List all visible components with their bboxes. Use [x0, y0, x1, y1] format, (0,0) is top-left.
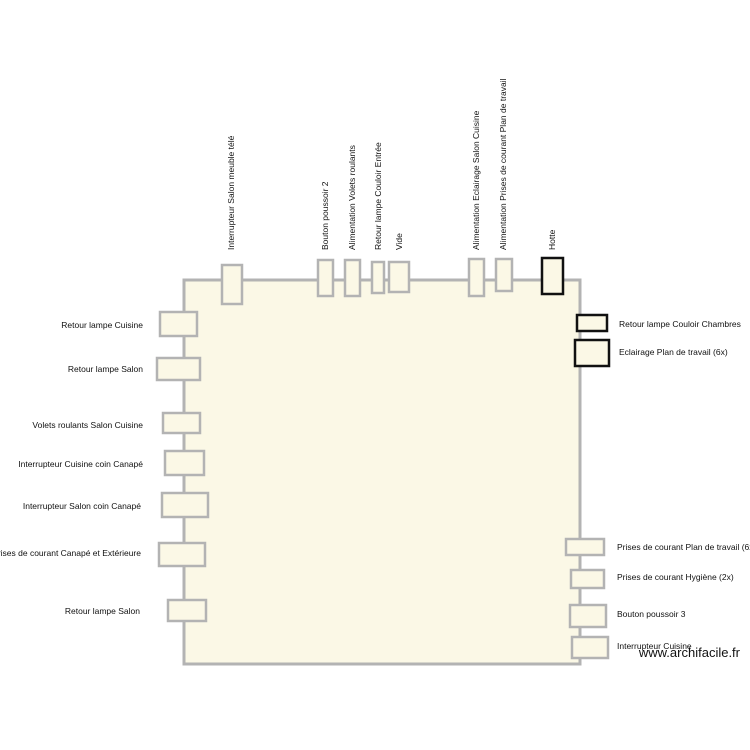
box-left-4[interactable]	[163, 449, 206, 477]
box-top-4[interactable]	[370, 260, 386, 295]
label-right-3: Prises de courant Plan de travail (6x)	[617, 542, 750, 552]
box-left-1[interactable]	[158, 310, 199, 338]
box-top-8-highlight[interactable]	[540, 256, 565, 296]
label-top-6: Alimentation Eclairage Salon Cuisine	[471, 110, 481, 250]
box-right-4[interactable]	[569, 568, 606, 590]
box-left-3[interactable]	[161, 411, 202, 435]
watermark-text: www.archifacile.fr	[638, 645, 741, 660]
label-right-5: Bouton poussoir 3	[617, 609, 686, 619]
label-left-5: Interrupteur Salon coin Canapé	[23, 501, 141, 511]
box-left-5[interactable]	[160, 491, 210, 519]
box-right-2-highlight[interactable]	[573, 338, 611, 368]
room-area	[182, 278, 582, 666]
label-right-4: Prises de courant Hygiène (2x)	[617, 572, 734, 582]
label-left-3: Volets roulants Salon Cuisine	[32, 420, 143, 430]
box-top-2[interactable]	[316, 258, 335, 298]
label-top-4: Retour lampe Couloir Entrée	[373, 142, 383, 250]
box-top-3[interactable]	[343, 258, 362, 298]
label-top-7: Alimentation Prises de courant Plan de t…	[498, 78, 508, 250]
label-top-1: Interrupteur Salon meuble télé	[226, 135, 236, 250]
label-right-6: Interrupteur Cuisine	[617, 641, 692, 651]
label-left-2: Retour lampe Salon	[68, 364, 143, 374]
box-left-6[interactable]	[157, 541, 207, 568]
label-left-6: Prises de courant Canapé et Extérieure	[0, 548, 141, 558]
label-left-7: Retour lampe Salon	[65, 606, 140, 616]
label-top-2: Bouton poussoir 2	[320, 181, 330, 250]
box-top-5[interactable]	[387, 260, 411, 294]
box-right-3[interactable]	[564, 537, 606, 557]
box-left-2[interactable]	[155, 356, 202, 382]
box-right-6[interactable]	[570, 635, 610, 660]
box-right-1-highlight[interactable]	[575, 313, 609, 333]
label-left-4: Interrupteur Cuisine coin Canapé	[18, 459, 143, 469]
label-top-5: Vide	[394, 233, 404, 250]
label-right-2: Eclairage Plan de travail (6x)	[619, 347, 728, 357]
box-left-7[interactable]	[166, 598, 208, 623]
label-left-1: Retour lampe Cuisine	[61, 320, 143, 330]
label-top-3: Alimentation Volets roulants	[347, 145, 357, 250]
label-top-8: Hotte	[547, 229, 557, 250]
label-right-1: Retour lampe Couloir Chambres	[619, 319, 741, 329]
box-top-7[interactable]	[494, 257, 514, 293]
box-right-5[interactable]	[568, 603, 608, 629]
box-top-6[interactable]	[467, 257, 486, 298]
box-top-1[interactable]	[220, 263, 244, 306]
